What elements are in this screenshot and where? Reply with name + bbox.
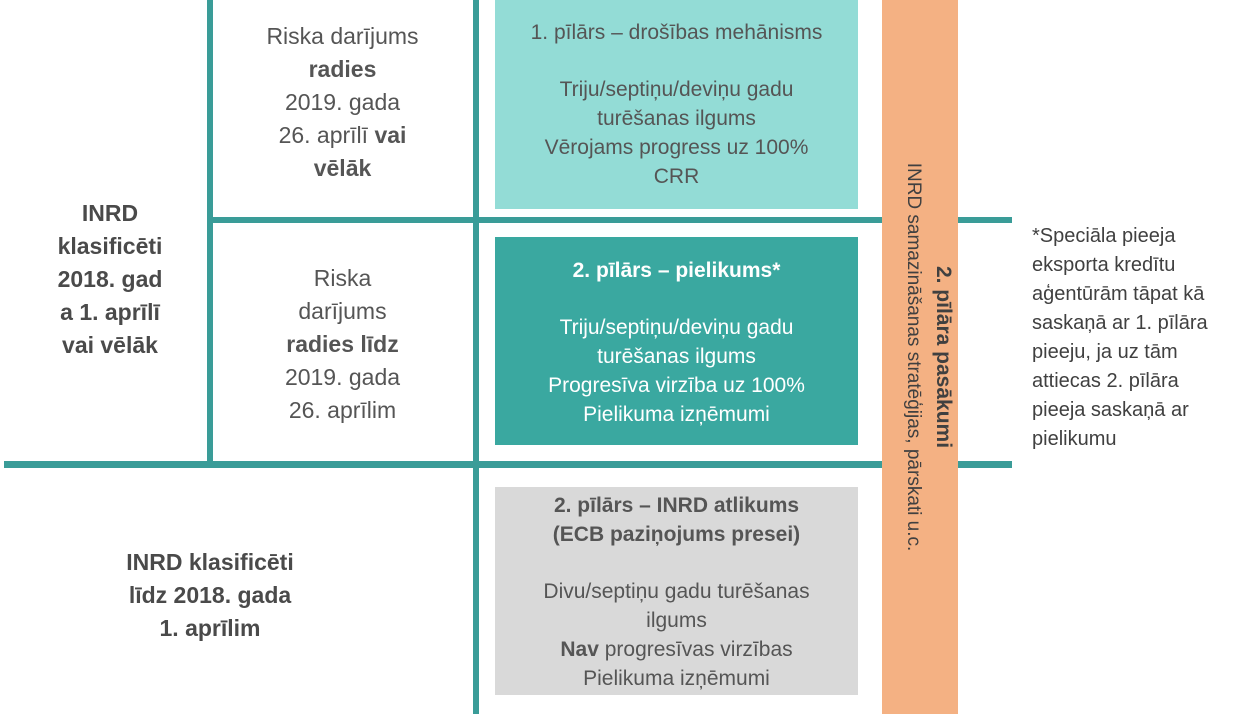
- pillar2-inrd-title: 2. pīlārs – INRD atlikums: [553, 494, 800, 517]
- horizontal-line-upper: [210, 217, 1012, 223]
- pillar1-title: 1. pīlārs – drošības mehānisms: [530, 21, 823, 44]
- footnote: *Speciāla pieeja eksporta kredītu aģentū…: [1032, 225, 1208, 450]
- pillar2-addendum-box: 2. pīlārs – pielikums* Triju/septiņu/dev…: [495, 237, 858, 445]
- mid-bottom-label: Riska darījums radies līdz 2019. gada 26…: [284, 265, 401, 423]
- horizontal-line-lower: [4, 461, 1012, 468]
- left-top-label: INRD klasificēti 2018. gad a 1. aprīlī v…: [57, 200, 163, 358]
- pillar2-measures-text: 2. pīlāra pasākumi INRD samazināšanas st…: [903, 162, 955, 552]
- pillar2-measures-bar: 2. pīlāra pasākumi INRD samazināšanas st…: [882, 0, 958, 714]
- vertical-line-left: [207, 0, 213, 464]
- pillar1-box: 1. pīlārs – drošības mehānisms Triju/sep…: [495, 0, 858, 209]
- left-bottom-label: INRD klasificēti līdz 2018. gada 1. aprī…: [126, 549, 294, 641]
- pillar2-inrd-box: 2. pīlārs – INRD atlikums (ECB paziņojum…: [495, 487, 858, 695]
- vertical-line-middle: [473, 0, 479, 714]
- pillar2-addendum-title: 2. pīlārs – pielikums*: [572, 259, 781, 282]
- mid-top-label: Riska darījums radies 2019. gada 26. apr…: [266, 23, 419, 181]
